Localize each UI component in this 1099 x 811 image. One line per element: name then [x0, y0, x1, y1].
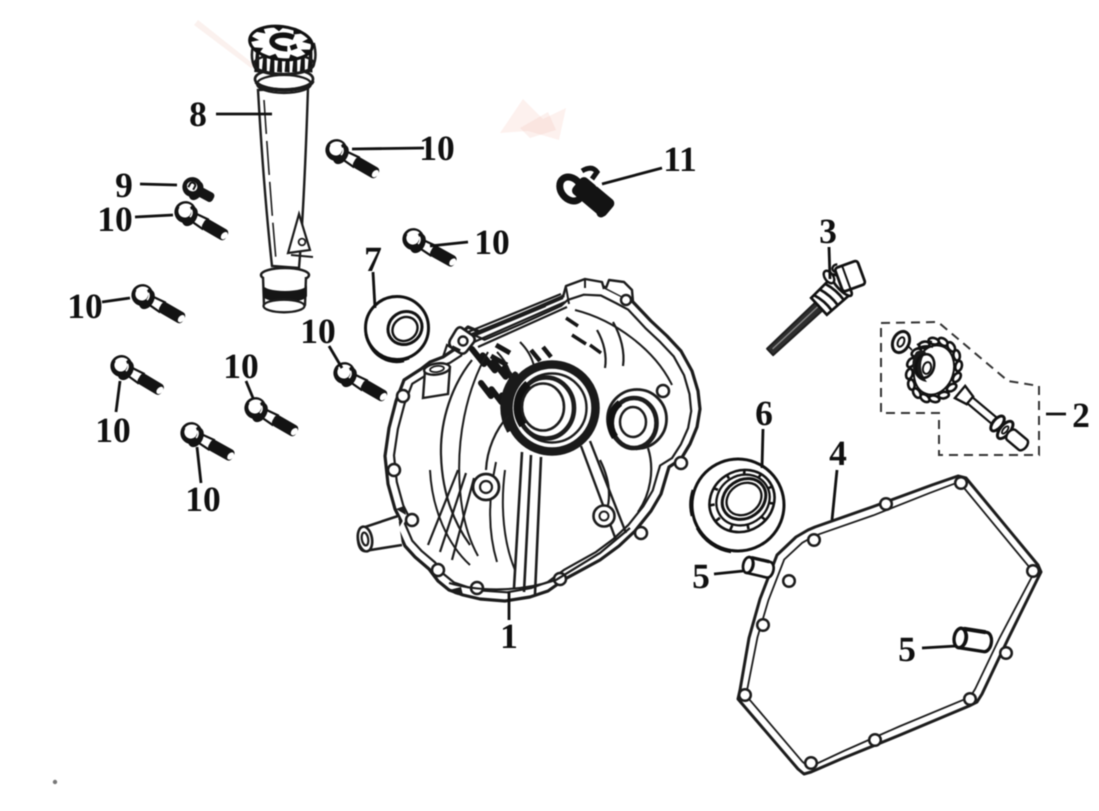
- svg-text:8: 8: [189, 94, 207, 134]
- svg-text:9: 9: [115, 165, 133, 205]
- svg-text:4: 4: [829, 433, 847, 473]
- svg-text:7: 7: [364, 239, 382, 279]
- svg-text:11: 11: [663, 139, 697, 179]
- svg-text:5: 5: [692, 556, 710, 596]
- svg-text:3: 3: [819, 211, 837, 251]
- svg-text:1: 1: [500, 616, 518, 656]
- svg-text:10: 10: [223, 346, 259, 386]
- svg-text:10: 10: [95, 410, 131, 450]
- svg-text:10: 10: [185, 479, 221, 519]
- svg-text:10: 10: [474, 222, 510, 262]
- svg-text:6: 6: [755, 393, 773, 433]
- svg-text:10: 10: [419, 128, 455, 168]
- svg-text:10: 10: [300, 311, 336, 351]
- svg-text:10: 10: [97, 199, 133, 239]
- svg-text:5: 5: [898, 629, 916, 669]
- svg-text:2: 2: [1072, 395, 1090, 435]
- svg-text:10: 10: [67, 286, 103, 326]
